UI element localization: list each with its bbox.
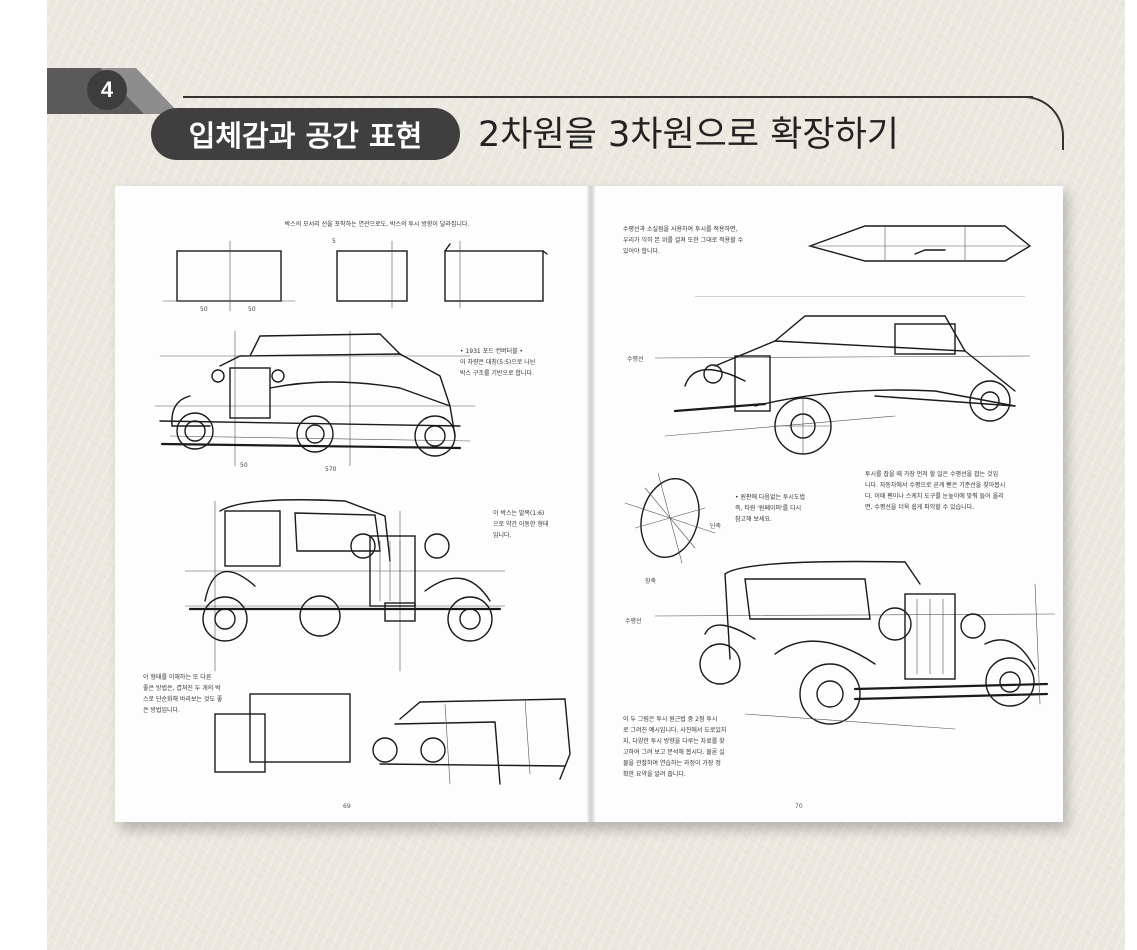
chapter-number: 4 <box>87 70 127 110</box>
left-bottom-note: 이 형태를 이해하는 또 다른 좋은 방법은, 겹쳐진 두 개의 박 스로 단순… <box>143 674 223 714</box>
overlapping-boxes-sketch <box>214 693 571 785</box>
left-top-caption: 박스의 모서리 선을 포착하는 연관으로도, 박스의 투시 방향이 달라집니다. <box>284 221 470 228</box>
wheel-note: • 원판에 다음없는 투시도법 즉, 타원 '원페이퍼'를 다시 참고해 보세요… <box>735 494 805 523</box>
left-page-number: 69 <box>343 803 351 810</box>
section-subtitle: 2차원을 3차원으로 확장하기 <box>478 115 899 155</box>
car-sketch-sedan <box>185 499 505 672</box>
right-top-caption: 수평선과 소실점을 사용하여 투시를 적용하면, 우리가 익히 본 위를 걸쳐 … <box>623 226 744 255</box>
dim-label: 50 <box>240 462 248 469</box>
horizon-label: 수평선 <box>627 356 644 363</box>
box-diagrams <box>162 240 548 312</box>
car2-note: 이 박스는 말목(1:6) 으로 약간 이동한 형태 입니다. <box>493 510 549 539</box>
car-sketch-rolls-royce <box>655 560 1055 730</box>
header-rule <box>183 96 1033 98</box>
car1-note: • 1931 포드 컨버터블 • 이 차량은 대칭(5:5)으로 나뉜 박스 구… <box>460 348 536 377</box>
right-page-number: 70 <box>795 803 803 810</box>
dim-label: 570 <box>325 466 337 473</box>
dim-label: 50 <box>248 306 256 313</box>
book-gutter <box>587 186 595 822</box>
wheel-ellipse-diagram <box>624 472 716 564</box>
book-spread: 박스의 모서리 선을 포착하는 연관으로도, 박스의 투시 방향이 달라집니다.… <box>115 186 1063 822</box>
right-bottom-note: 이 두 그림은 투시 원근법 중 2점 투시 로 그려진 예시입니다. 사진에서… <box>623 716 727 778</box>
perspective-box-sketch <box>807 225 1032 262</box>
right-side-note: 투시를 잡을 때 가장 먼저 할 일은 수평선을 잡는 것입 니다. 자동차에서… <box>865 471 1006 511</box>
car-sketch-perspective <box>655 296 1030 455</box>
dim-label: 50 <box>200 306 208 313</box>
section-pill-title: 입체감과 공간 표현 <box>151 108 460 160</box>
long-axis-label: 장축 <box>645 578 657 585</box>
car-sketch-convertible <box>154 330 476 467</box>
dim-label: 5 <box>332 238 336 245</box>
horizon-label: 수평선 <box>625 618 642 625</box>
short-axis-label: 단축 <box>710 523 722 530</box>
